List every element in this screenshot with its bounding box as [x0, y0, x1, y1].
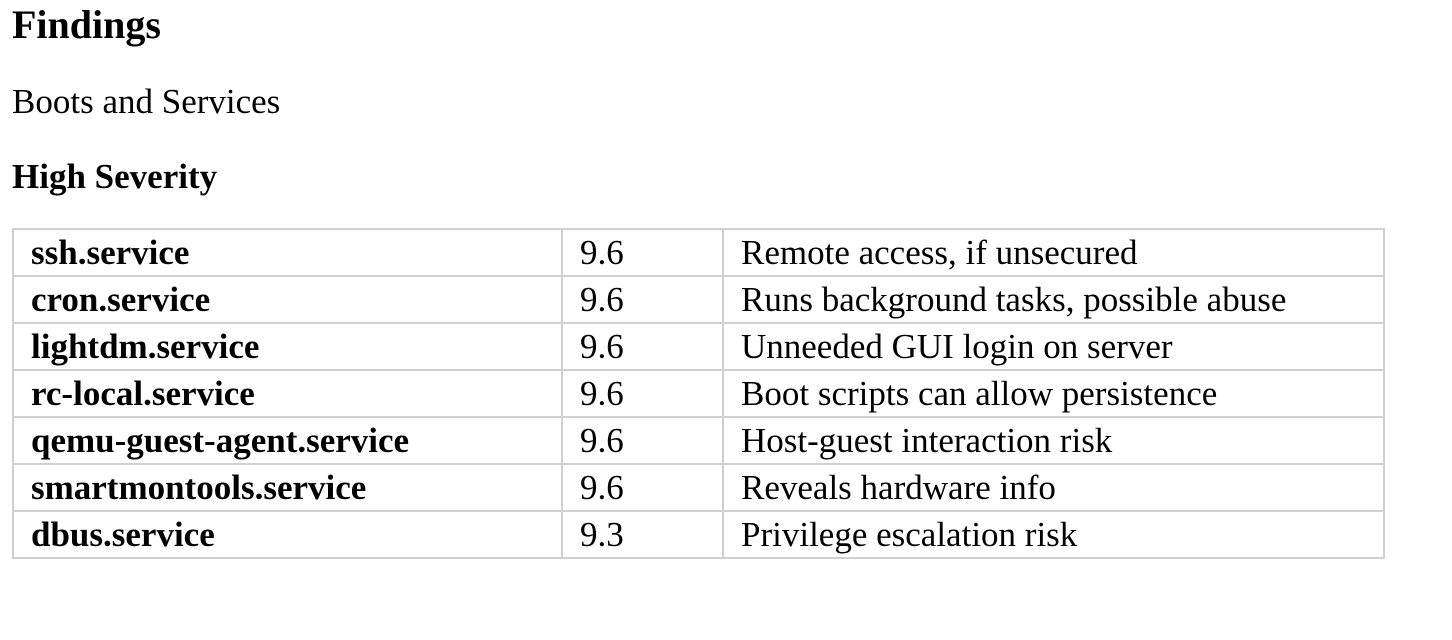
note-cell: Unneeded GUI login on server [722, 322, 1385, 371]
score-cell: 9.6 [561, 275, 724, 324]
note-cell: Boot scripts can allow persistence [722, 369, 1385, 418]
findings-table: ssh.service 9.6 Remote access, if unsecu… [12, 228, 1385, 559]
table-row: rc-local.service 9.6 Boot scripts can al… [12, 369, 1385, 418]
score-cell: 9.6 [561, 463, 724, 512]
service-name-cell: ssh.service [12, 228, 563, 277]
table-row: qemu-guest-agent.service 9.6 Host-guest … [12, 416, 1385, 465]
table-row: lightdm.service 9.6 Unneeded GUI login o… [12, 322, 1385, 371]
service-name-cell: rc-local.service [12, 369, 563, 418]
note-cell: Remote access, if unsecured [722, 228, 1385, 277]
table-row: ssh.service 9.6 Remote access, if unsecu… [12, 228, 1385, 277]
note-cell: Reveals hardware info [722, 463, 1385, 512]
section-heading: High Severity [12, 157, 218, 196]
score-cell: 9.6 [561, 369, 724, 418]
note-cell: Host-guest interaction risk [722, 416, 1385, 465]
score-cell: 9.6 [561, 322, 724, 371]
table-row: smartmontools.service 9.6 Reveals hardwa… [12, 463, 1385, 512]
table-row: cron.service 9.6 Runs background tasks, … [12, 275, 1385, 324]
page-title: Findings [12, 2, 161, 47]
note-cell: Privilege escalation risk [722, 510, 1385, 559]
note-cell: Runs background tasks, possible abuse [722, 275, 1385, 324]
service-name-cell: smartmontools.service [12, 463, 563, 512]
service-name-cell: cron.service [12, 275, 563, 324]
service-name-cell: lightdm.service [12, 322, 563, 371]
service-name-cell: dbus.service [12, 510, 563, 559]
score-cell: 9.6 [561, 416, 724, 465]
score-cell: 9.6 [561, 228, 724, 277]
table-row: dbus.service 9.3 Privilege escalation ri… [12, 510, 1385, 559]
score-cell: 9.3 [561, 510, 724, 559]
service-name-cell: qemu-guest-agent.service [12, 416, 563, 465]
page-subtitle: Boots and Services [12, 82, 281, 121]
